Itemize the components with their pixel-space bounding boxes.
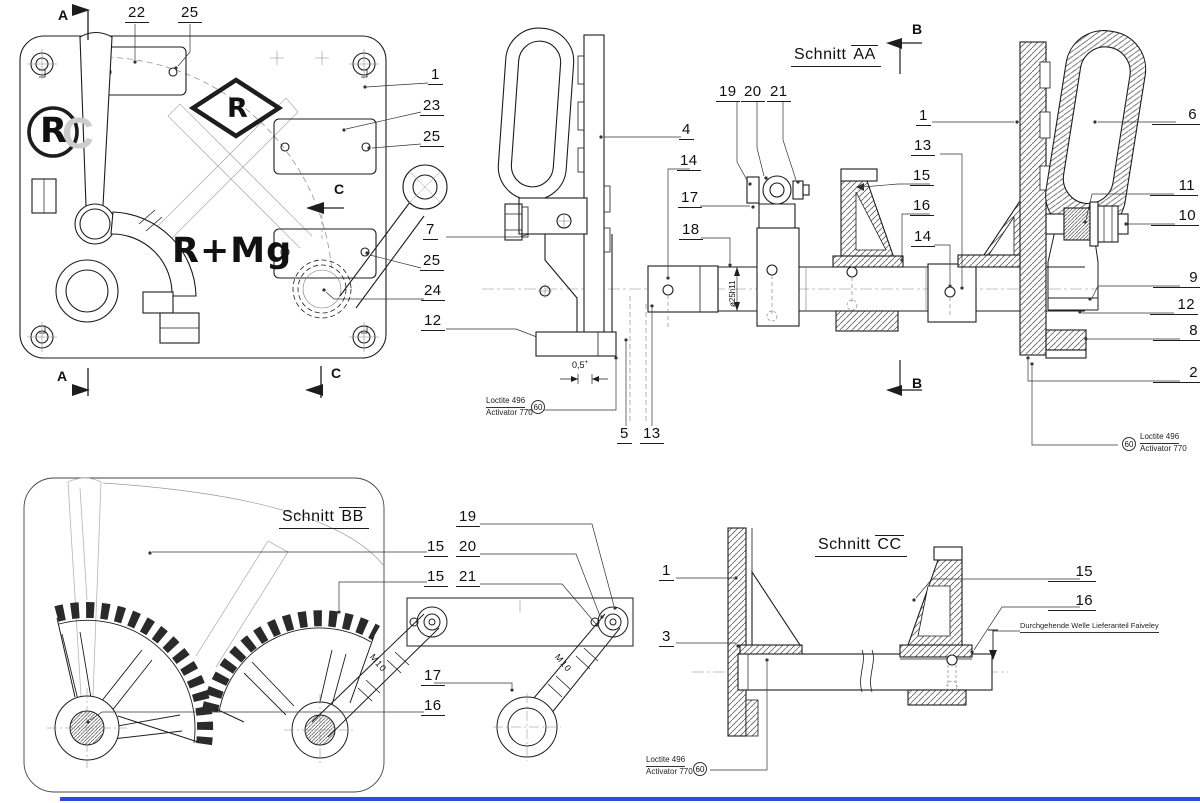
- adhesive-flag-bottom: 60: [693, 762, 707, 776]
- section-bb-linework: [23, 477, 634, 793]
- callout-11: 11: [1150, 178, 1198, 196]
- callout-12-mid: 12: [421, 313, 445, 331]
- shaft-fit-dimension: ø25h11: [728, 280, 737, 307]
- section-cc-linework: [676, 527, 1080, 771]
- callout-16-bb: 16: [421, 698, 445, 716]
- adhesive-note-right-line2: Activator 770: [1140, 444, 1187, 454]
- callout-15a-bb: 15: [424, 539, 448, 557]
- through-shaft-note: Durchgehende Welle Lieferanteil Faiveley: [1020, 621, 1159, 633]
- callout-2: 2: [1153, 365, 1200, 383]
- circle-r-logo: R: [40, 111, 67, 151]
- callout-19-aa: 19: [716, 84, 740, 102]
- callout-13-aa: 13: [911, 138, 935, 156]
- adhesive-note-mid-line1: Loctite 496: [486, 396, 526, 409]
- callout-7: 7: [423, 222, 438, 240]
- cast-material-text: R+Mg: [172, 231, 293, 271]
- callout-25-front: 25: [178, 5, 202, 23]
- callout-16-aa: 16: [910, 198, 934, 216]
- callout-4: 4: [679, 122, 694, 140]
- cut-letter-b-top: B: [912, 21, 923, 37]
- callout-22: 22: [125, 5, 149, 23]
- callout-21-bb: 21: [456, 569, 480, 587]
- section-cc-name: CC: [875, 535, 904, 553]
- section-cc-prefix: Schnitt: [818, 536, 871, 553]
- gap-dimension: 0,5+: [572, 360, 589, 370]
- callout-14a: 14: [677, 153, 701, 171]
- adhesive-flag-mid: 60: [531, 400, 545, 414]
- callout-15-aa: 15: [910, 168, 934, 186]
- adhesive-note-mid-line2: Activator 770: [486, 408, 533, 418]
- side-view-linework: [482, 27, 1098, 426]
- callout-20-bb: 20: [456, 539, 480, 557]
- callout-12-aa: 12: [1150, 297, 1198, 315]
- callout-14b: 14: [911, 229, 935, 247]
- callout-3: 3: [659, 629, 674, 647]
- callout-18: 18: [679, 222, 703, 240]
- callout-1-aa: 1: [916, 108, 931, 126]
- callout-25a: 25: [420, 129, 444, 147]
- cut-letter-c-mid: C: [334, 181, 345, 197]
- callout-19-bb: 19: [456, 509, 480, 527]
- adhesive-note-right-line1: Loctite 496: [1140, 432, 1180, 445]
- adhesive-note-right: Loctite 496 Activator 770: [1140, 432, 1187, 455]
- callout-1-cc: 1: [659, 563, 674, 581]
- callout-9: 9: [1153, 270, 1200, 288]
- callout-16-cc: 16: [1048, 593, 1096, 611]
- cut-letter-a-top: A: [58, 7, 69, 23]
- section-aa-linework: [599, 30, 1180, 446]
- section-aa-name: AA: [851, 45, 878, 63]
- callout-8: 8: [1153, 323, 1200, 341]
- front-view-linework: [19, 4, 561, 398]
- callout-24: 24: [421, 283, 445, 301]
- callout-17-bb: 17: [421, 668, 445, 686]
- callout-5: 5: [617, 426, 632, 444]
- cut-letter-b-bottom: B: [912, 375, 923, 391]
- callout-6: 6: [1152, 107, 1200, 125]
- section-bb-name: BB: [339, 507, 366, 525]
- adhesive-note-bottom-line2: Activator 770: [646, 767, 693, 777]
- through-shaft-note-text: Durchgehende Welle Lieferanteil Faiveley: [1020, 621, 1159, 633]
- sheet-edge-bar: [60, 797, 1200, 801]
- adhesive-note-bottom: Loctite 496 Activator 770: [646, 755, 693, 778]
- section-aa-prefix: Schnitt: [794, 46, 847, 63]
- adhesive-flag-right: 60: [1122, 437, 1136, 451]
- section-bb-prefix: Schnitt: [282, 508, 335, 525]
- callout-15b-bb: 15: [424, 569, 448, 587]
- adhesive-note-mid: Loctite 496 Activator 770: [486, 396, 533, 419]
- diamond-r-logo: R: [227, 93, 248, 124]
- callout-13-mid: 13: [640, 426, 664, 444]
- cut-letter-a-bottom: A: [57, 368, 68, 384]
- cut-letter-c-bottom: C: [331, 365, 342, 381]
- callout-23: 23: [420, 98, 444, 116]
- callout-25b: 25: [420, 253, 444, 271]
- callout-21-aa: 21: [767, 84, 791, 102]
- callout-1-mid: 1: [428, 67, 443, 85]
- callout-20-aa: 20: [741, 84, 765, 102]
- callout-15-cc: 15: [1048, 564, 1096, 582]
- ghost-c-mark: C: [62, 109, 94, 158]
- callout-17-aa: 17: [678, 190, 702, 208]
- adhesive-note-bottom-line1: Loctite 496: [646, 755, 686, 768]
- callout-10: 10: [1151, 208, 1199, 226]
